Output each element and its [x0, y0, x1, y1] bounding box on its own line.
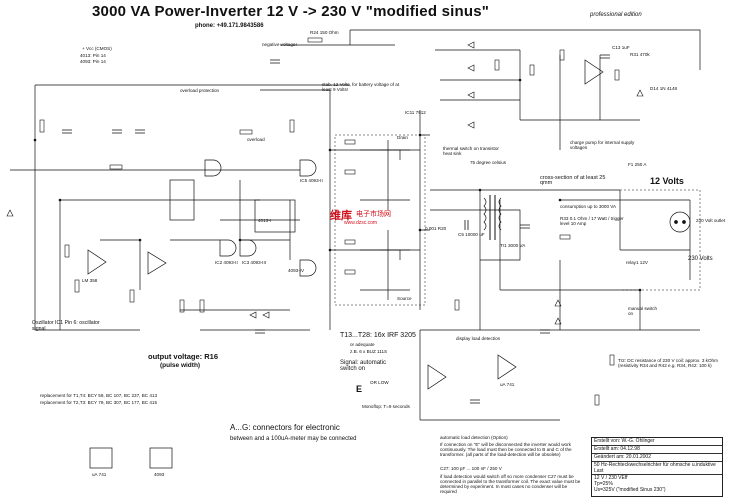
twelve-volts-label: 12 Volts — [650, 176, 684, 186]
230-volts-label: 230 Volts — [688, 256, 713, 262]
c13-label: C13 1uF — [612, 45, 630, 50]
relay-label: relay1 12V — [626, 260, 648, 265]
ic4093-footprint-label: 4093 — [154, 472, 165, 477]
pin14-4013-label: 4013: Pin 14 — [80, 53, 106, 58]
voltage-row: 12 V / 230 VEff — [594, 475, 628, 481]
ic5-label: IC5 4093-II — [300, 178, 323, 183]
or-low-label: OR LOW — [370, 380, 389, 385]
tr1-label: Tr1 3000 VA — [500, 243, 526, 248]
source-label: Source — [397, 296, 412, 301]
mosfet-label: T13...T28: 16x IRF 3205 — [340, 332, 416, 339]
meter-label: between and a 100uA-meter may be connect… — [230, 436, 357, 442]
pulse-width-label: (pulse width) — [160, 362, 201, 369]
r20-label: 0.001 R20 — [425, 226, 447, 231]
output-voltage-label: output voltage: R16 — [148, 352, 219, 361]
ic12-label: uA 741 — [500, 382, 515, 387]
us-row: Us=325V ("modified Sinus 230") — [594, 487, 666, 493]
connectors-label: A...G: connectors for electronic — [230, 423, 340, 432]
stamp-brand: 维库 — [330, 210, 352, 222]
vcc-label: + Vcc (CMOS) — [82, 46, 112, 51]
ic3-label: IC3 4093-III — [242, 260, 267, 265]
drain-label: Drain — [397, 135, 408, 140]
edition-label: professional edition — [590, 12, 642, 18]
f1-label: F1 250 A — [628, 162, 647, 167]
note-load-label: if load detection would switch off so mo… — [440, 474, 581, 494]
thermal-switch-label: thermal switch on transistor heat sink — [443, 146, 499, 156]
phone-label: phone: +49.171.9843586 — [195, 23, 264, 29]
pin14-4093-label: 4093: Pin 14 — [80, 59, 106, 64]
ic2-label: IC2 4093-II — [215, 260, 238, 265]
title-block: Erstellt von: W.-G. Ohlinger Erstellt am… — [591, 437, 723, 497]
consumption-label: consumption up to 3000 VA — [560, 204, 617, 209]
ic1-label: LM 358 — [82, 278, 98, 283]
overload-label: overload — [247, 137, 265, 142]
ic6-label: 4093-IV — [288, 268, 305, 273]
auto-detection-label: automatic load detection (Option) — [440, 435, 508, 440]
oscillator-label: Oszillator IC1 Pin 6: oscillator signal — [32, 320, 100, 332]
c5-label: C5 10000 uF — [458, 232, 485, 237]
r33-label: R33 0.1 Ohm / 17 Watt / trigger level 10… — [560, 216, 624, 226]
ic11-label: IC11 7912 — [405, 110, 426, 115]
cross-section-label: cross-section of at least 25 qmm — [540, 175, 606, 186]
r24-label: R24 150 Ohm — [310, 30, 339, 35]
replacement-t2-label: replacement for T2,T3: BCY 79, BC 307, B… — [40, 400, 158, 405]
changed-row: Geändert am: 20.01.2002 — [592, 454, 722, 462]
overload-protection-label: overload protection — [180, 88, 220, 93]
d14-label: D14 1N 4148 — [650, 86, 678, 91]
temperature-label: 75 degree celsius — [470, 160, 507, 165]
tp-row: Tp=25% — [594, 481, 613, 487]
signal-label: Signal: automatic switch on — [340, 360, 387, 372]
example-label: z.B. 6 x BUZ 111S — [350, 349, 388, 354]
note-e-label: If connection on "E" will be disconnecte… — [440, 442, 572, 457]
description-row: 50 Hz-Rechteckwechselrichter für ohmsche… — [592, 462, 722, 475]
author-row: Erstellt von: W.-G. Ohlinger — [592, 438, 722, 446]
connector-e-label: E — [356, 384, 363, 394]
created-row: Erstellt am: 04.12.98 — [592, 446, 722, 454]
stamp-url: www.dzsc.com — [344, 220, 378, 226]
monoflop-label: Monoflop: T=9 seconds — [362, 404, 410, 409]
stamp-subtitle: 电子市场网 — [356, 211, 391, 218]
replacement-t1-label: replacement for T1,T4: BCY 59, BC 107, B… — [40, 393, 158, 398]
charge-pump-label: charge pump for internal supply voltages — [570, 140, 635, 150]
adequate-label: or adequate — [350, 342, 375, 347]
outlet-label: 230 Volt outlet — [696, 218, 726, 223]
r31-label: R31 470k — [630, 52, 650, 57]
negative-voltage-label: negative voltage! — [262, 42, 297, 47]
manual-switch-label: manual switch on — [628, 306, 658, 316]
note-c27-label: C27: 100 pF ... 100 nF / 250 V — [440, 466, 502, 471]
display-detection-label: display load detection — [456, 336, 501, 341]
tr2-label: Tr2: DC resistance of 230 V coil: approx… — [618, 358, 718, 368]
page-title: 3000 VA Power-Inverter 12 V -> 230 V "mo… — [92, 3, 490, 20]
watermark-stamp: 维库 电子市场网 www.dzsc.com — [330, 207, 400, 229]
stab-label: stab. 12 Volts, for battery voltage of a… — [322, 82, 400, 92]
ua741-footprint-label: uA 741 — [92, 472, 107, 477]
ic7-label: 4013-I — [258, 218, 272, 223]
